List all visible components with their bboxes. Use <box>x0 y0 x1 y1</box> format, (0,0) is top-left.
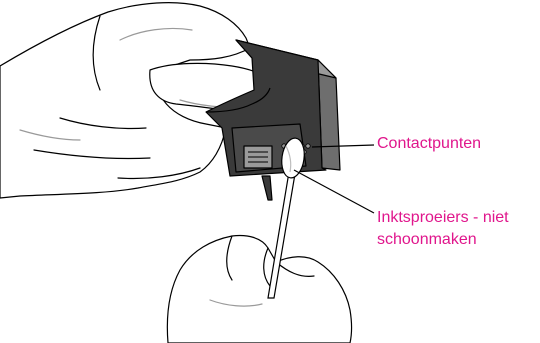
nozzles-callout-label: Inktsproeiers - niet schoonmaken <box>377 207 509 251</box>
nozzles-callout-line2: schoonmaken <box>377 229 509 251</box>
nozzles-callout-line1: Inktsproeiers - niet <box>377 207 509 229</box>
nozzles-leader-line <box>294 170 374 213</box>
hand-holding-swab-icon <box>167 236 351 343</box>
contacts-callout-label: Contactpunten <box>377 134 481 154</box>
ink-cartridge-icon <box>206 40 340 200</box>
